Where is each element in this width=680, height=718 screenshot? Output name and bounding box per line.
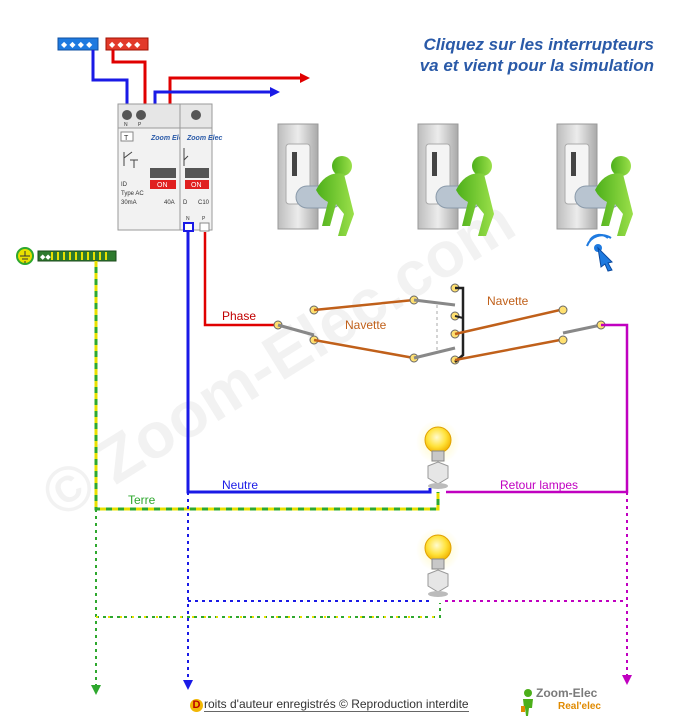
neutre-label: Neutre bbox=[222, 478, 258, 492]
mcb-breaker[interactable]: Zoom Elec ON D C10 N P bbox=[179, 103, 223, 232]
rcd-rating: 40A bbox=[164, 200, 175, 206]
switch-2-figure-icon bbox=[456, 156, 494, 236]
mcb-curve: D bbox=[183, 200, 188, 206]
svg-text:◆ ◆ ◆ ◆: ◆ ◆ ◆ ◆ bbox=[61, 40, 93, 49]
navette-label-right: Navette bbox=[487, 294, 529, 308]
earth-bar: ◆◆ bbox=[16, 247, 117, 265]
svg-text:◆ ◆ ◆ ◆: ◆ ◆ ◆ ◆ bbox=[109, 40, 141, 49]
switch-2-contacts[interactable] bbox=[409, 283, 465, 365]
switch-3-contacts[interactable] bbox=[558, 305, 606, 345]
rcd-symbol-icon bbox=[123, 151, 138, 168]
rcd-terminal-n: N bbox=[124, 122, 128, 128]
lamp-1-bulb-icon bbox=[424, 426, 452, 454]
supply-neutral-terminal: ◆ ◆ ◆ ◆ bbox=[57, 37, 99, 51]
terre-label: Terre bbox=[128, 493, 156, 507]
rcd-on-label: ON bbox=[157, 182, 168, 189]
rcd-brand: Zoom Elec bbox=[150, 135, 187, 142]
navette-wire-3-upper bbox=[454, 308, 561, 336]
extension-wires bbox=[91, 492, 632, 695]
supply-phase-wire bbox=[111, 50, 147, 104]
navette-label-left: Navette bbox=[345, 318, 387, 332]
outgoing-phase-wire bbox=[168, 76, 300, 104]
rcd-handle[interactable] bbox=[150, 168, 176, 178]
navette-wire-lower bbox=[313, 338, 415, 360]
mcb-on-label: ON bbox=[191, 182, 202, 189]
mcb-rating: C10 bbox=[198, 200, 210, 206]
mcb-handle[interactable] bbox=[185, 168, 209, 178]
copyright-text[interactable]: roits d'auteur enregistrés © Reproductio… bbox=[204, 697, 469, 712]
rcd-breaker[interactable]: N P T Zoom Elec ON ID Type AC 30mA 40A bbox=[117, 103, 187, 231]
click-cursor-icon bbox=[586, 233, 613, 272]
mcb-brand: Zoom Elec bbox=[186, 135, 223, 142]
mcb-terminal-n: N bbox=[186, 216, 190, 222]
switch-3-button[interactable] bbox=[556, 123, 633, 236]
logo-sub: Real'elec bbox=[558, 701, 601, 712]
rcd-sensitivity: 30mA bbox=[121, 200, 137, 206]
lamp-2-bulb-icon bbox=[424, 534, 452, 562]
supply-neutral-wire bbox=[91, 50, 129, 104]
svg-text:◆◆: ◆◆ bbox=[40, 254, 51, 261]
logo-name: Zoom-Elec bbox=[536, 686, 598, 700]
neutral-wire bbox=[186, 232, 432, 494]
switch-2-button[interactable] bbox=[417, 123, 494, 236]
lamp-1 bbox=[416, 420, 460, 489]
outgoing-phase-arrow bbox=[300, 73, 310, 83]
supply-phase-terminal: ◆ ◆ ◆ ◆ bbox=[105, 37, 149, 51]
instructions-line-2: va et vient pour la simulation bbox=[419, 56, 654, 75]
rcd-id: ID bbox=[121, 182, 128, 188]
return-wire bbox=[446, 323, 629, 494]
mcb-terminal-p: P bbox=[202, 216, 206, 222]
phase-label: Phase bbox=[222, 309, 256, 323]
lamp-2 bbox=[416, 528, 460, 597]
retour-lampes-label: Retour lampes bbox=[500, 478, 578, 492]
phase-wire bbox=[203, 232, 275, 327]
outgoing-neutral-wire bbox=[153, 90, 270, 104]
switch-1-button[interactable] bbox=[277, 123, 354, 236]
rcd-test-label: T bbox=[124, 135, 129, 142]
rcd-type: Type AC bbox=[121, 191, 144, 197]
switch-3-figure-icon bbox=[595, 156, 633, 236]
switch-1-figure-icon bbox=[316, 156, 354, 236]
navette-wire-upper bbox=[313, 298, 415, 312]
outgoing-neutral-arrow bbox=[270, 87, 280, 97]
instructions: Cliquez sur les interrupteurs va et vien… bbox=[334, 34, 654, 76]
copyright-initial: D bbox=[190, 699, 203, 712]
zoom-elec-logo[interactable]: Zoom-Elec Real'elec bbox=[520, 686, 601, 716]
rcd-terminal-p: P bbox=[138, 122, 142, 128]
navette-wire-3-lower bbox=[454, 338, 561, 362]
mcb-symbol-icon bbox=[183, 148, 189, 166]
worker-icon bbox=[521, 689, 533, 716]
instructions-line-1: Cliquez sur les interrupteurs bbox=[423, 35, 655, 54]
